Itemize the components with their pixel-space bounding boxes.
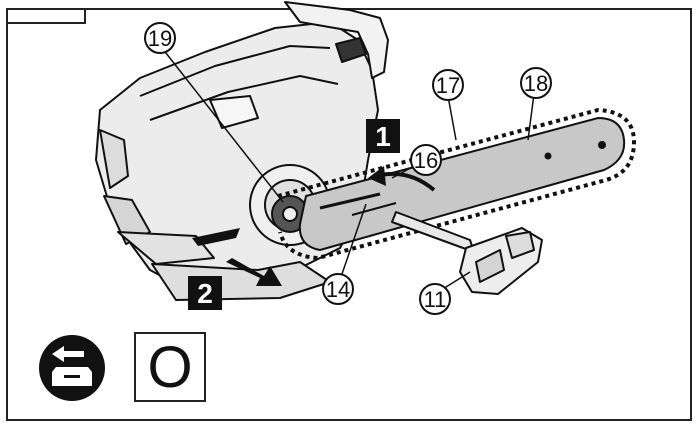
svg-text:19: 19 [148,26,172,51]
svg-text:16: 16 [414,148,438,173]
saw-chain [277,107,637,261]
battery-remove-icon [39,335,105,401]
callout-17: 17 [432,69,464,101]
svg-text:18: 18 [524,71,548,96]
callout-14: 14 [322,273,354,305]
callout-19: 19 [144,22,176,54]
svg-text:2: 2 [197,278,213,309]
sprocket-icon [271,195,309,233]
svg-text:14: 14 [326,277,350,302]
callout-16: 16 [410,144,442,176]
svg-text:11: 11 [424,287,447,312]
callout-18: 18 [520,67,552,99]
mode-indicator-label: O [147,334,193,400]
step-2-badge: 2 [188,276,222,310]
frame-tab [8,10,86,24]
mode-indicator-box: O [134,332,206,402]
svg-text:17: 17 [436,73,460,98]
rotation-arrow-icon [368,166,436,192]
guide-bar [298,116,626,252]
leader-lines [161,47,535,293]
step-1-badge: 1 [366,119,400,153]
bar-wrench [391,211,543,295]
slide-direction-arrow-icon [192,228,282,286]
callout-11: 11 [419,283,451,315]
svg-text:1: 1 [375,121,391,152]
